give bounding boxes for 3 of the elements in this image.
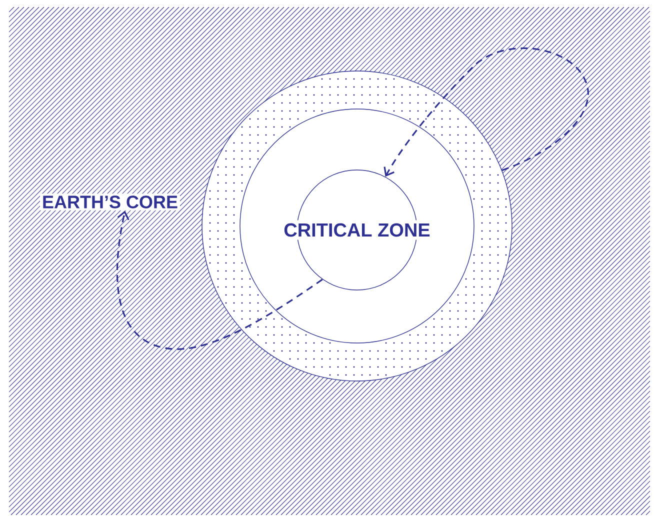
text-label: EARTH’S CORE [40,194,180,210]
arrow [116,210,323,350]
arrow [384,48,589,177]
